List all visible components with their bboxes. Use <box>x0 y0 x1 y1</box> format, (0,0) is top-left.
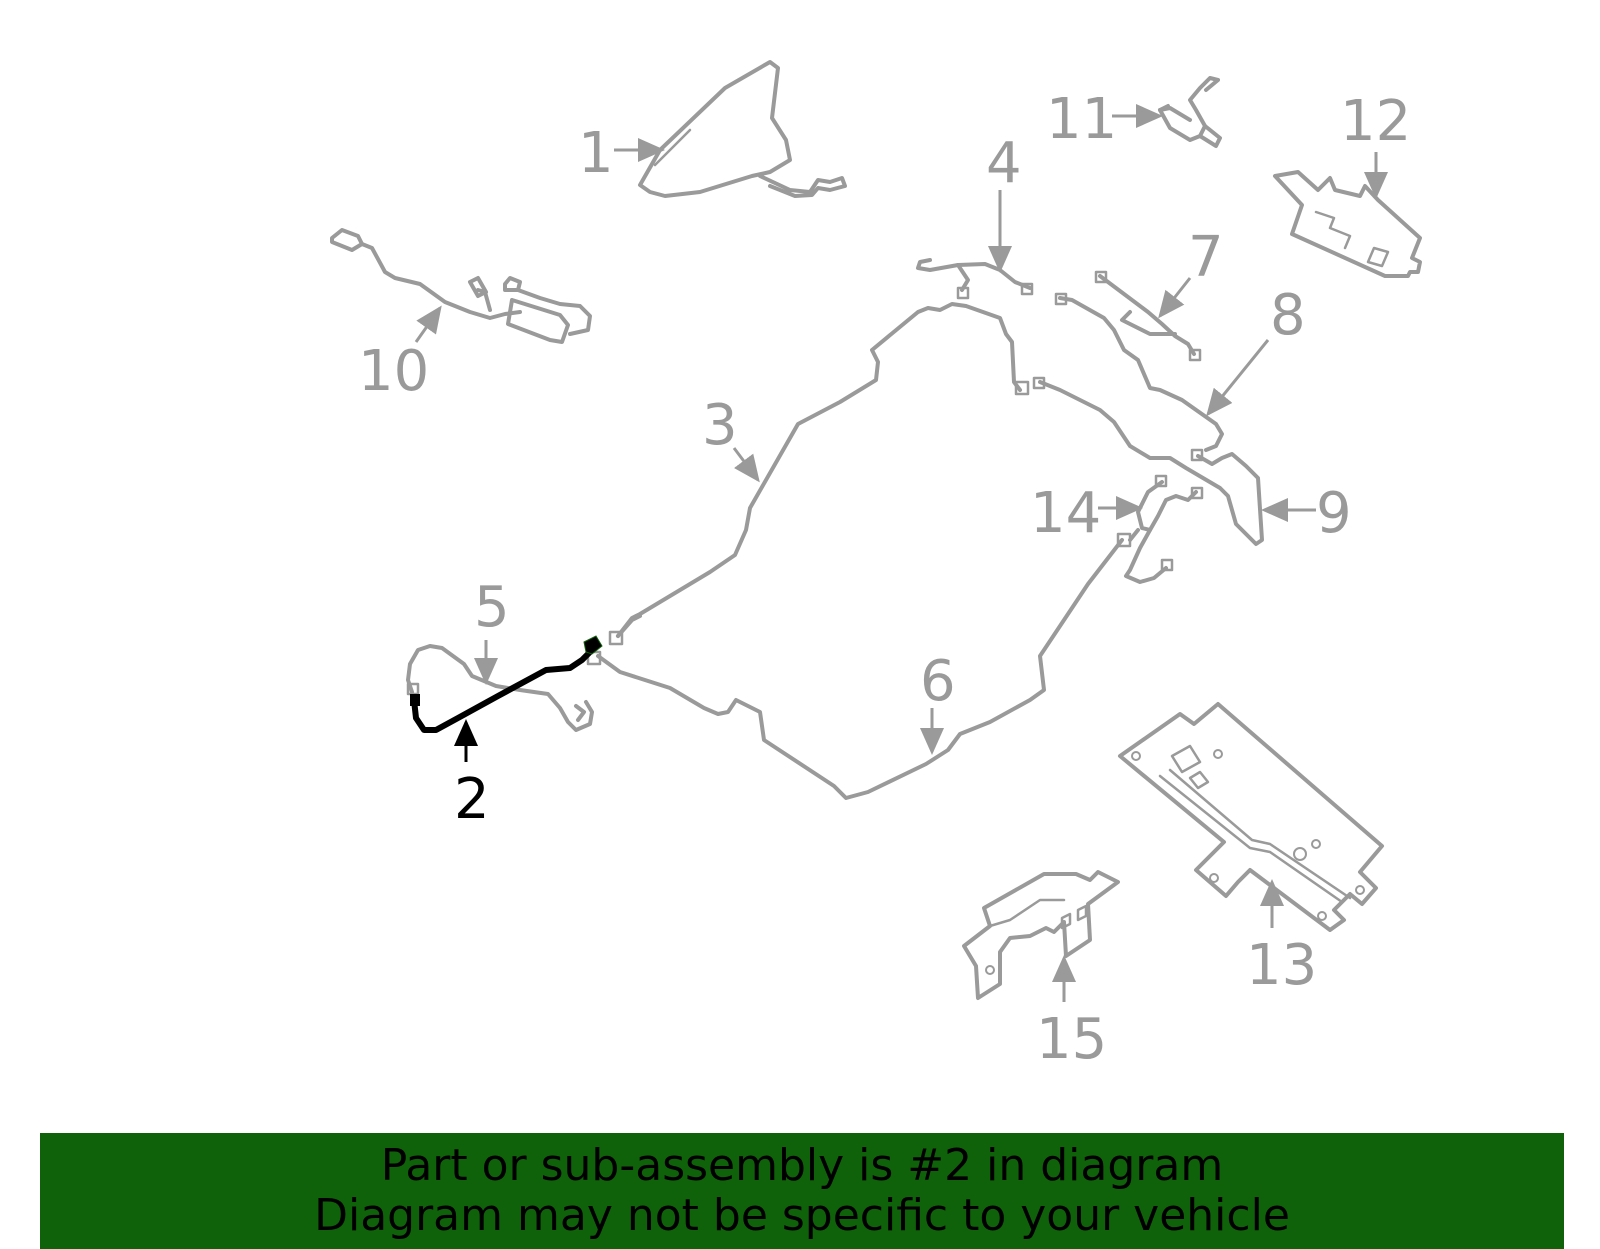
callout-2: 2 <box>454 767 490 832</box>
callout-11: 11 <box>1046 87 1117 152</box>
callout-14: 14 <box>1030 481 1101 546</box>
banner-line-2: Diagram may not be specific to your vehi… <box>314 1190 1290 1241</box>
callout-6: 6 <box>920 649 956 714</box>
callout-12: 12 <box>1340 89 1411 154</box>
part-14-harness <box>1124 474 1204 584</box>
part-6-harness <box>586 532 1132 800</box>
part-1-antenna <box>638 60 847 198</box>
part-4-harness <box>916 258 1034 300</box>
part-12-module <box>1273 170 1422 278</box>
callout-1: 1 <box>578 121 614 186</box>
callout-3: 3 <box>702 393 738 458</box>
callout-labels: 1 2 3 4 5 6 7 8 9 10 11 12 13 14 15 <box>358 87 1411 1072</box>
callout-13: 13 <box>1246 933 1317 998</box>
callout-9: 9 <box>1316 481 1352 546</box>
part-8-harness <box>1054 292 1224 452</box>
part-5-harness <box>406 644 594 732</box>
callout-5: 5 <box>474 575 510 640</box>
part-11-connector <box>1158 76 1222 148</box>
part-3-harness <box>608 302 1030 646</box>
part-15-bracket <box>962 870 1120 1000</box>
callout-arrows <box>414 104 1388 1002</box>
callout-4: 4 <box>986 131 1022 196</box>
part-13-bracket <box>1118 702 1384 932</box>
part-10-harness <box>330 228 592 344</box>
callout-8: 8 <box>1270 283 1306 348</box>
part-7-harness <box>1094 270 1202 362</box>
banner-line-1: Part or sub-assembly is #2 in diagram <box>380 1140 1224 1191</box>
callout-15: 15 <box>1036 1007 1107 1072</box>
callout-7: 7 <box>1188 225 1224 290</box>
callout-10: 10 <box>358 339 429 404</box>
part-9-harness <box>1032 376 1264 546</box>
part-2-harness-highlight <box>410 635 603 733</box>
info-banner: Part or sub-assembly is #2 in diagram Di… <box>40 1133 1564 1249</box>
